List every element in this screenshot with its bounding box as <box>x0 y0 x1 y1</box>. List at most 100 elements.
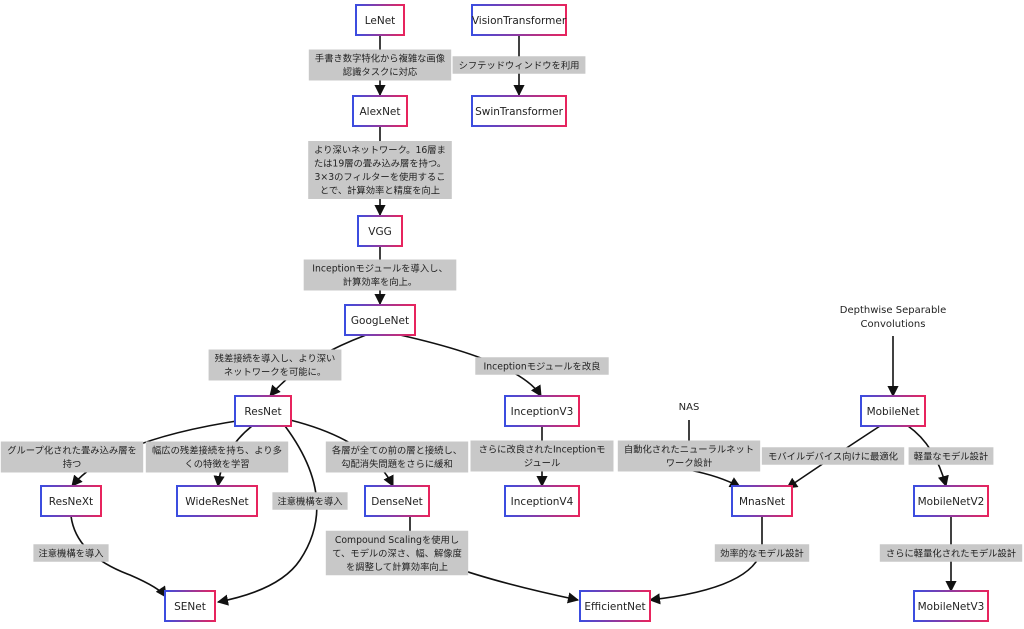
edge-labels: 手書き数字特化から複雑な画像認識タスクに対応より深いネットワーク。16層または1… <box>0 49 1023 576</box>
node-googlenet: GoogLeNet <box>344 304 416 336</box>
node-label: SENet <box>174 601 206 613</box>
node-box <box>471 95 567 127</box>
edge-label-line: Compound Scalingを使用し <box>335 534 459 546</box>
node-efficientnet: EfficientNet <box>579 590 651 622</box>
edge-label-background <box>617 440 761 472</box>
node-label: LeNet <box>365 15 396 27</box>
node-label: MobileNetV3 <box>918 601 985 613</box>
node-densenet: DenseNet <box>364 485 430 517</box>
edge-label-background <box>714 544 810 562</box>
node-label: MobileNetV2 <box>918 496 985 508</box>
node-label: ResNet <box>244 406 281 418</box>
node-resnet: ResNet <box>234 395 292 427</box>
edge-label-vit-swin: シフテッドウィンドウを利用 <box>452 56 586 74</box>
node-box <box>579 590 651 622</box>
edge-label-line: 自動化されたニューラルネット <box>624 444 754 456</box>
depthwise-label-line: Convolutions <box>861 319 926 330</box>
edge-resnet-senet <box>216 425 318 606</box>
edge-label-line: 手書き数字特化から複雑な画像 <box>315 53 445 65</box>
node-box <box>352 95 408 127</box>
edge-label-line: ワーク設計 <box>666 457 713 469</box>
edge-label-resnet-densenet: 各層が全ての前の層と接続し、勾配消失問題をさらに緩和 <box>325 441 469 473</box>
node-label: DenseNet <box>371 496 423 508</box>
node-label: WideResNet <box>185 496 248 508</box>
edge-label-mobilenet-mnasnet: モバイルデバイス向けに最適化 <box>761 447 905 465</box>
edge-label-line: ジュール <box>524 458 561 469</box>
node-mnasnet: MnasNet <box>731 485 793 517</box>
edge-label-background <box>761 447 905 465</box>
node-box <box>504 395 580 427</box>
node-label: SwinTransformer <box>475 106 564 118</box>
edge-label-background <box>325 441 469 473</box>
node-vgg: VGG <box>357 215 403 247</box>
edge-label-vgg-googlenet: Inceptionモジュールを導入し、計算効率を向上。 <box>303 259 457 291</box>
nas-label: NAS <box>679 402 700 413</box>
edge-label-line: グループ化された畳み込み層を <box>7 445 137 457</box>
edge-label-line: 認識タスクに対応 <box>343 66 418 78</box>
edge-label-background <box>308 49 452 81</box>
node-label: MnasNet <box>739 496 785 508</box>
edge-label-line: て、モデルの深さ、幅、解像度 <box>332 547 462 559</box>
edge-label-line: くの特徴を学習 <box>184 458 249 470</box>
node-mobilenetv2: MobileNetV2 <box>913 485 989 517</box>
edge-label-line: とで、計算効率と精度を向上 <box>320 185 440 197</box>
edge-label-line: Inceptionモジュールを導入し、 <box>312 263 448 275</box>
edge-resnext-senet <box>70 515 167 598</box>
edge-label-line: 3×3のフィルターを使用するこ <box>315 171 446 183</box>
node-box <box>357 215 403 247</box>
edge-label-line: を調整して計算効率向上 <box>346 561 448 573</box>
edge-label-line: 効率的なモデル設計 <box>720 547 804 559</box>
node-resnext: ResNeXt <box>40 485 102 517</box>
node-vit: VisionTransformer <box>471 4 567 36</box>
edge-label-background <box>879 544 1023 562</box>
node-box <box>731 485 793 517</box>
node-box <box>860 395 926 427</box>
edge-label-line: 計算効率を向上。 <box>343 276 417 288</box>
edge-label-line: さらに改良されたInceptionモ <box>479 444 606 456</box>
node-box <box>40 485 102 517</box>
edge-label-line: さらに軽量化されたモデル設計 <box>886 547 1016 559</box>
node-label: InceptionV3 <box>511 406 574 418</box>
edge-label-resnet-senet: 注意機構を導入 <box>272 492 348 510</box>
edge-label-background <box>908 447 994 465</box>
node-swin: SwinTransformer <box>471 95 567 127</box>
edge-label-line: モバイルデバイス向けに最適化 <box>768 450 898 462</box>
node-label: AlexNet <box>359 106 400 118</box>
node-mobilenet: MobileNet <box>860 395 926 427</box>
node-label: InceptionV4 <box>511 496 574 508</box>
edge-label-line: 注意機構を導入 <box>38 547 103 559</box>
node-label: ResNeXt <box>49 496 93 508</box>
edge-label-background <box>272 492 348 510</box>
node-alexnet: AlexNet <box>352 95 408 127</box>
edge-label-line: 各層が全ての前の層と接続し、 <box>332 445 462 457</box>
edge-label-alexnet-vgg: より深いネットワーク。16層または19層の畳み込み層を持つ。3×3のフィルターを… <box>308 141 452 199</box>
edge-label-background <box>208 349 342 381</box>
node-inceptionv3: InceptionV3 <box>504 395 580 427</box>
node-mobilenetv3: MobileNetV3 <box>913 590 989 622</box>
node-label: EfficientNet <box>584 601 645 613</box>
edge-label-background <box>303 259 457 291</box>
edge-label-line: 軽量なモデル設計 <box>914 450 988 462</box>
edge-label-line: 注意機構を導入 <box>277 495 342 507</box>
edge-label-densenet-efficientnet: Compound Scalingを使用して、モデルの深さ、幅、解像度を調整して計… <box>325 530 469 576</box>
edge-label-line: 残差接続を導入し、より深い <box>215 353 336 365</box>
node-label: MobileNet <box>867 406 920 418</box>
node-box <box>364 485 430 517</box>
node-label: VisionTransformer <box>472 15 567 27</box>
edge-label-background <box>475 357 609 375</box>
edge-label-background <box>325 530 469 576</box>
edge-label-background <box>33 544 109 562</box>
node-label: VGG <box>368 226 391 238</box>
edge-label-line: シフテッドウィンドウを利用 <box>459 59 580 71</box>
node-box <box>344 304 416 336</box>
node-wideresnet: WideResNet <box>176 485 258 517</box>
edge-label-mobilenetv2-mobilenetv3: さらに軽量化されたモデル設計 <box>879 544 1023 562</box>
edge-label-background <box>0 441 144 473</box>
